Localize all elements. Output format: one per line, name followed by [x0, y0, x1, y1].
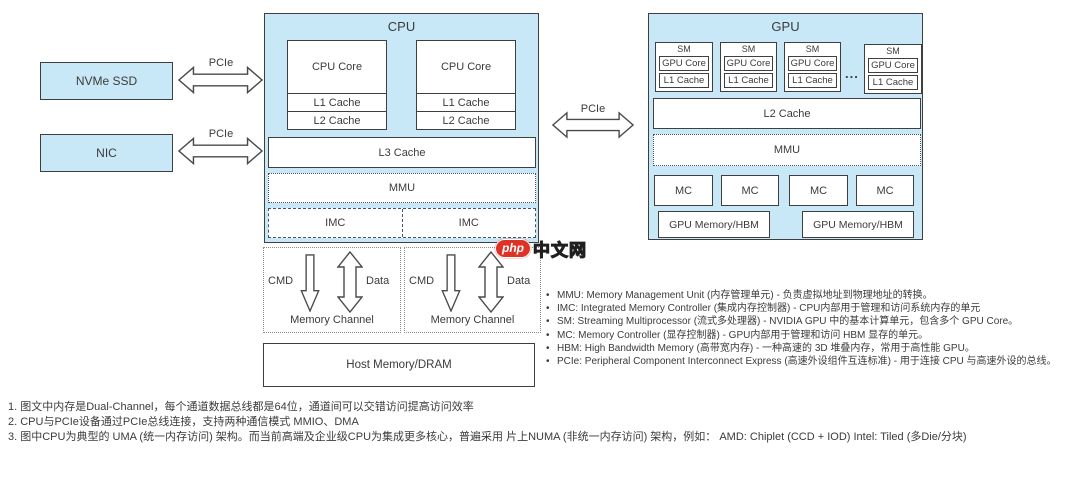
- sm-unit: SM GPU Core L1 Cache: [720, 42, 777, 92]
- glossary-list: •MMU: Memory Management Unit (内存管理单元) - …: [546, 289, 1078, 368]
- sm-label: SM: [741, 44, 756, 54]
- cmd-arrow-icon: [300, 254, 320, 312]
- gpu-memory-box: GPU Memory/HBM: [658, 211, 770, 238]
- gpu-mmu-box: MMU: [653, 134, 921, 166]
- bullet-dot: •: [546, 303, 550, 315]
- glossary-item: •IMC: Integrated Memory Controller (集成内存…: [546, 303, 981, 315]
- cmd-label: CMD: [268, 275, 294, 287]
- pcie-label-top: PCIe: [208, 57, 234, 69]
- sm-unit: SM GPU Core L1 Cache: [655, 42, 713, 92]
- bullet-dot: •: [546, 356, 550, 368]
- bullet-dot: •: [546, 316, 550, 328]
- imc-box: IMC IMC: [268, 208, 536, 238]
- cmd-arrow-icon: [441, 254, 461, 312]
- pcie-arrow-icon: [178, 65, 263, 95]
- memory-channel-box: CMD Data Memory Channel: [404, 247, 541, 333]
- sm-label: SM: [886, 46, 900, 56]
- sm-label: SM: [805, 44, 820, 54]
- data-label: Data: [366, 275, 390, 287]
- cpu-core-cell: CPU Core: [440, 61, 492, 73]
- imc-cell: IMC: [269, 209, 403, 237]
- gpu-core-box: GPU Core: [724, 56, 773, 71]
- php-logo-icon: php: [495, 239, 531, 258]
- glossary-item: •PCIe: Peripheral Component Interconnect…: [546, 356, 1057, 368]
- cpu-mmu-box: MMU: [268, 173, 536, 203]
- notes: 1. 图文中内存是Dual-Channel，每个通道数据总线都是64位，通道间可…: [8, 400, 1078, 446]
- nic-label: NIC: [96, 146, 117, 160]
- cpu-title: CPU: [387, 19, 416, 34]
- host-memory-box: Host Memory/DRAM: [263, 343, 535, 387]
- memory-channel-label: Memory Channel: [430, 314, 515, 326]
- mc-box: MC: [654, 175, 713, 206]
- watermark: php 中文网: [495, 236, 587, 261]
- glossary-item: •HBM: High Bandwidth Memory (高带宽内存) - 一种…: [546, 342, 975, 354]
- mc-box: MC: [856, 175, 914, 206]
- cpu-core-cell: CPU Core: [311, 61, 363, 73]
- nic-box: NIC: [40, 134, 173, 172]
- mc-box: MC: [721, 175, 779, 206]
- l3-cache-box: L3 Cache: [268, 137, 536, 168]
- l2-cache-cell: L2 Cache: [417, 111, 515, 129]
- data-arrow-icon: [478, 251, 504, 313]
- sm-label: SM: [677, 44, 691, 54]
- cpu-block: CPU CPU Core L1 Cache L2 Cache CPU Core …: [264, 13, 539, 243]
- gpu-l1-cache-box: L1 Cache: [788, 73, 837, 88]
- glossary-item: •SM: Streaming Multiprocessor (流式多处理器) -…: [546, 316, 1019, 328]
- gpu-l2-cache-box: L2 Cache: [653, 98, 921, 129]
- pcie-label-center: PCIe: [580, 103, 606, 115]
- data-arrow-icon: [337, 251, 363, 313]
- sm-unit: SM GPU Core L1 Cache: [864, 44, 922, 94]
- cpu-core-group: CPU Core L1 Cache L2 Cache: [287, 40, 387, 130]
- gpu-core-box: GPU Core: [659, 56, 709, 71]
- gpu-l1-cache-box: L1 Cache: [659, 73, 709, 88]
- memory-channel-label: Memory Channel: [290, 314, 374, 326]
- bullet-dot: •: [546, 290, 550, 301]
- pcie-label-bottom: PCIe: [208, 128, 234, 140]
- cpu-core-group: CPU Core L1 Cache L2 Cache: [416, 40, 516, 130]
- note-line: 2. CPU与PCIe设备通过PCIe总线连接，支持两种通信模式 MMIO、DM…: [8, 416, 359, 429]
- cmd-label: CMD: [409, 275, 435, 287]
- gpu-core-box: GPU Core: [868, 58, 918, 73]
- l1-cache-cell: L1 Cache: [288, 93, 386, 111]
- gpu-core-box: GPU Core: [788, 56, 837, 71]
- glossary-item: •MC: Memory Controller (显存控制器) - GPU内部用于…: [546, 329, 929, 341]
- watermark-text: 中文网: [532, 240, 587, 260]
- glossary-item: •MMU: Memory Management Unit (内存管理单元) - …: [546, 290, 933, 301]
- gpu-memory-box: GPU Memory/HBM: [802, 211, 914, 238]
- pcie-arrow-icon: [552, 111, 634, 139]
- imc-cell: IMC: [458, 217, 479, 229]
- data-label: Data: [507, 275, 531, 287]
- bullet-dot: •: [546, 342, 550, 354]
- note-line: 3. 图中CPU为典型的 UMA (统一内存访问) 架构。而当前高端及企业级CP…: [8, 431, 967, 444]
- gpu-l1-cache-box: L1 Cache: [724, 73, 773, 88]
- gpu-title: GPU: [771, 19, 800, 34]
- memory-channel-box: CMD Data Memory Channel: [263, 247, 401, 333]
- gpu-l1-cache-box: L1 Cache: [868, 75, 918, 90]
- sm-unit: SM GPU Core L1 Cache: [784, 42, 841, 92]
- mc-box: MC: [789, 175, 848, 206]
- pcie-arrow-icon: [178, 136, 263, 166]
- nvme-ssd-label: NVMe SSD: [75, 74, 138, 88]
- sm-ellipsis: ...: [845, 66, 859, 81]
- l2-cache-cell: L2 Cache: [288, 111, 386, 129]
- bullet-dot: •: [546, 329, 550, 341]
- l1-cache-cell: L1 Cache: [417, 93, 515, 111]
- nvme-ssd-box: NVMe SSD: [40, 62, 173, 100]
- gpu-block: GPU SM GPU Core L1 Cache SM GPU Core L1 …: [648, 13, 923, 240]
- note-line: 1. 图文中内存是Dual-Channel，每个通道数据总线都是64位，通道间可…: [8, 401, 474, 413]
